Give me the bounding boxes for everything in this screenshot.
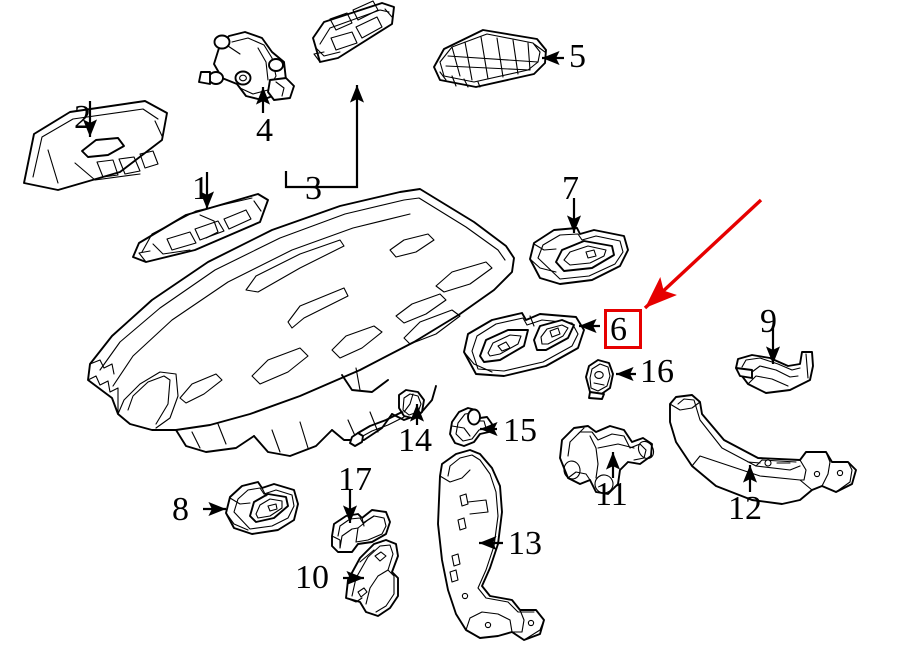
part-left-side-defroster-grille	[23, 100, 168, 191]
callout-label-14: 14	[398, 422, 432, 459]
part-center-dash-air-outlet-vent	[463, 312, 585, 377]
part-lower-side-air-duct	[345, 539, 399, 617]
part-instrument-panel-main-body	[87, 188, 515, 457]
callout-label-12: 12	[728, 490, 762, 527]
part-cabin-air-filter	[433, 29, 547, 88]
callout-label-10: 10	[295, 559, 329, 596]
callout-label-4: 4	[256, 112, 273, 149]
leader-lines	[82, 50, 781, 586]
callout-label-11: 11	[595, 476, 628, 513]
callout-label-9: 9	[760, 303, 777, 340]
callout-label-3: 3	[305, 170, 322, 207]
callout-label-1: 1	[192, 170, 209, 207]
red-annotation-arrow	[643, 198, 763, 310]
part-center-defroster-grille	[312, 0, 395, 63]
callout-label-2: 2	[74, 99, 91, 136]
callout-label-16: 16	[640, 353, 674, 390]
part-upper-center-air-outlet-vent	[529, 227, 629, 285]
callout-label-17: 17	[338, 461, 372, 498]
callout-label-15: 15	[503, 412, 537, 449]
callout-label-8: 8	[172, 491, 189, 528]
part-upper-left-defroster-grille	[132, 193, 269, 263]
part-floor-distribution-duct-long	[669, 394, 857, 505]
part-side-dash-air-outlet-vent	[225, 481, 299, 535]
callout-label-5: 5	[569, 38, 586, 75]
part-duct-connector-cap	[449, 407, 493, 447]
part-small-vent-cover	[585, 359, 614, 400]
callout-label-13: 13	[508, 525, 542, 562]
highlight-box-callout-6	[604, 309, 642, 349]
part-mode-door-actuator-assembly	[198, 31, 295, 101]
callout-label-6: 6	[610, 311, 627, 348]
callout-label-7: 7	[562, 170, 579, 207]
part-air-duct-bracket	[735, 351, 814, 394]
